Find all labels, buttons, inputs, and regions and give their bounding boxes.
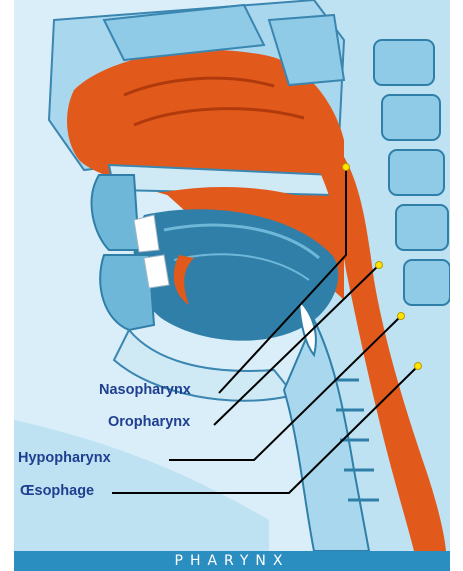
caption-bar: PHARYNX: [14, 551, 450, 571]
label-hypopharynx: Hypopharynx: [18, 450, 111, 466]
hypopharynx-dot: [398, 313, 405, 320]
upper-teeth: [134, 215, 159, 252]
anatomy-illustration: [14, 0, 450, 551]
nasopharynx-dot: [343, 164, 350, 171]
oesophage-dot: [415, 363, 422, 370]
upper-lip: [92, 175, 139, 250]
oropharynx-dot: [376, 262, 383, 269]
label-nasopharynx: Nasopharynx: [99, 382, 191, 398]
illustration-frame: Nasopharynx Oropharynx Hypopharynx Œsoph…: [14, 0, 450, 551]
lower-teeth: [144, 255, 169, 288]
label-oesophage: Œsophage: [20, 483, 94, 499]
label-oropharynx: Oropharynx: [108, 414, 190, 430]
